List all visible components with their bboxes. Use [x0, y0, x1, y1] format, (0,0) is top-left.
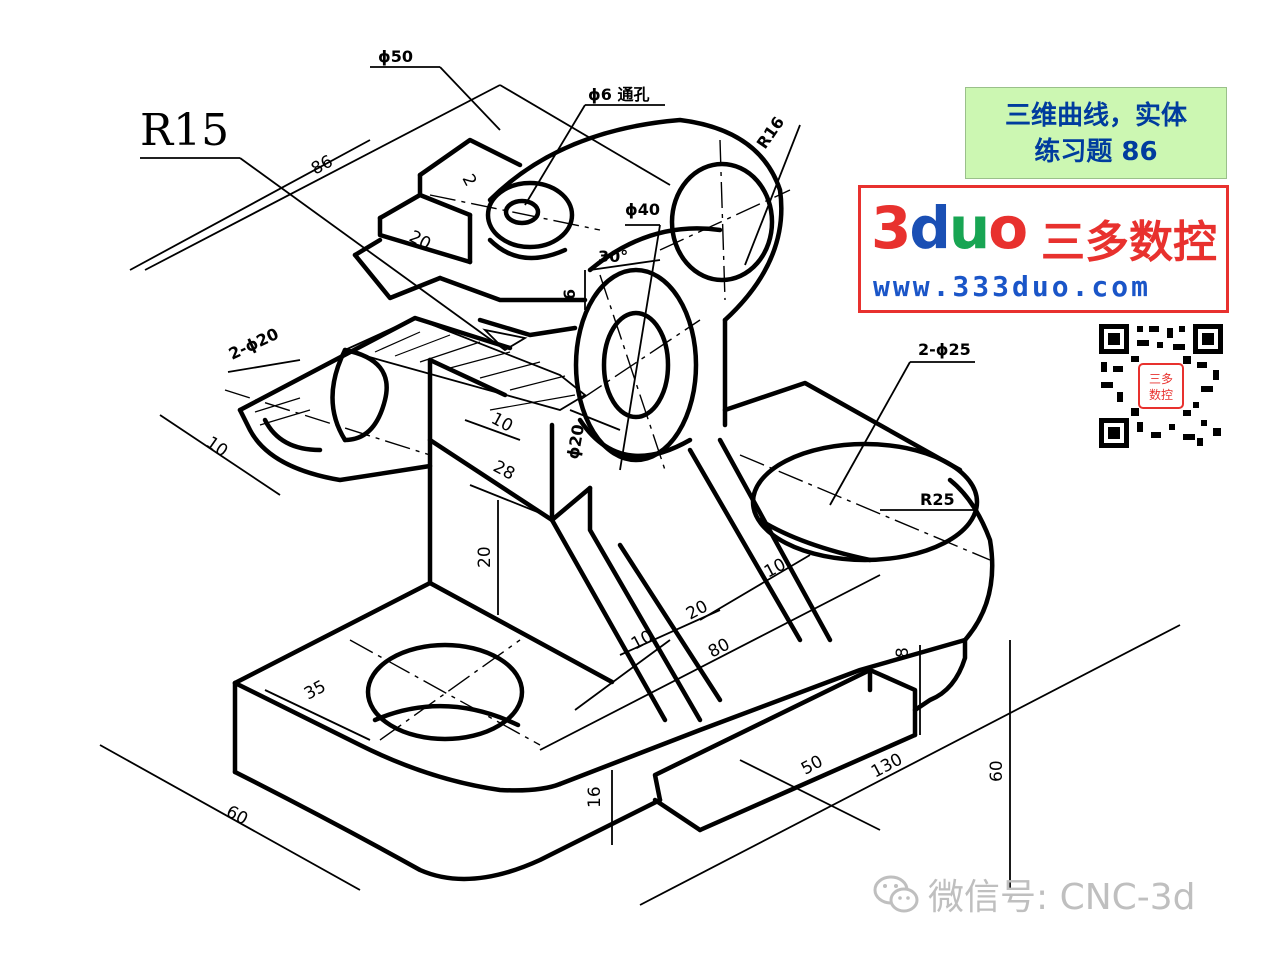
- dim-r25: R25: [920, 490, 955, 509]
- watermark-text: 微信号: CNC-3d: [928, 877, 1196, 918]
- main-boss: [573, 267, 701, 471]
- logo-mark: 3duo: [871, 194, 1028, 262]
- callout-r15: R15: [140, 105, 229, 156]
- dim-6: 6: [560, 289, 579, 300]
- logo-box: 3duo 三多数控 www.333duo.com: [858, 185, 1229, 313]
- dim-d20: ϕ20: [563, 423, 588, 461]
- dim-2: 2: [458, 171, 481, 190]
- logo-mark-3: 3: [871, 194, 911, 262]
- r15-leader: [140, 157, 528, 352]
- title-box: 三维曲线，实体 练习题 86: [965, 87, 1227, 179]
- watermark: 微信号: CNC-3d: [872, 870, 1196, 918]
- dim-86: 86: [308, 152, 336, 180]
- qr-center-text-1: 三多: [1149, 372, 1173, 386]
- dim-60-left: 60: [223, 802, 251, 830]
- dim-16: 16: [585, 786, 605, 808]
- upper-arm: [352, 117, 791, 338]
- dim-20-height: 20: [475, 546, 495, 568]
- dim-r16: R16: [753, 113, 788, 152]
- left-arm: [224, 315, 587, 483]
- dim-10-left: 10: [202, 433, 231, 462]
- dim-10-mid: 10: [488, 409, 516, 437]
- upright-block: [427, 317, 833, 723]
- qr-code: 三多 数控: [1097, 322, 1225, 450]
- base-plate: [232, 380, 995, 882]
- dimension-labels: R15 ϕ50 ϕ6 通孔 R16 86 2 20 ϕ40 30° 6 2-ϕ2…: [140, 47, 1007, 830]
- logo-mark-o: o: [988, 194, 1028, 262]
- dim-2-d25: 2-ϕ25: [918, 340, 971, 359]
- dim-d6-through: ϕ6 通孔: [588, 85, 649, 104]
- dim-20-rib: 20: [683, 597, 711, 625]
- dim-80: 80: [705, 635, 733, 663]
- title-line-1: 三维曲线，实体: [1004, 101, 1187, 131]
- dim-30deg: 30°: [598, 247, 628, 266]
- dim-8: 8: [893, 647, 913, 658]
- logo-url: www.333duo.com: [873, 270, 1152, 303]
- dimension-lines: [99, 66, 1181, 906]
- dim-d50: ϕ50: [378, 47, 413, 66]
- logo-mark-u: u: [948, 194, 990, 262]
- dim-d40: ϕ40: [625, 200, 660, 219]
- title-line-2: 练习题 86: [1034, 137, 1158, 167]
- dim-2-d20: 2-ϕ20: [226, 324, 282, 364]
- wechat-icon: [873, 875, 919, 913]
- qr-center-text-2: 数控: [1149, 387, 1173, 402]
- logo-brand-cn: 三多数控: [1041, 217, 1217, 268]
- logo-mark-d: d: [909, 194, 951, 262]
- dim-60-right: 60: [987, 760, 1007, 782]
- dim-35: 35: [301, 677, 329, 705]
